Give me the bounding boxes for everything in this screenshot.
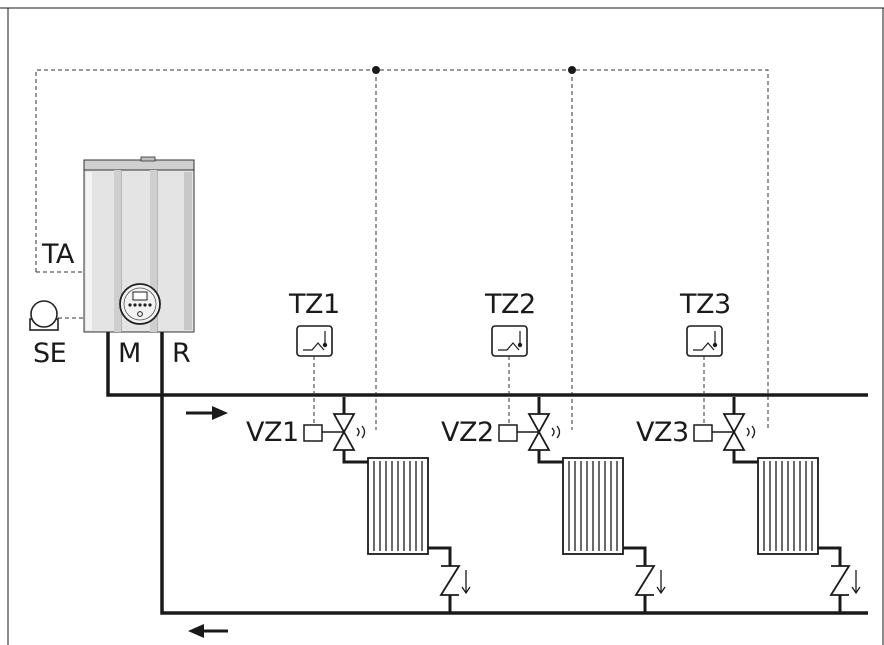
room-thermostat-icon: [296, 325, 333, 357]
return-branch: [428, 546, 452, 566]
supply-branch: [342, 450, 368, 464]
wall-boiler-icon: [83, 156, 195, 333]
zone-valve-label: VZ2: [441, 417, 494, 448]
lockshield-valve-icon: [829, 565, 861, 596]
zone-thermostat-label: TZ2: [485, 289, 536, 320]
valve-actuator-icon: [693, 424, 713, 442]
flow-arrow-icon: [186, 406, 228, 420]
external-sensor-icon: [29, 300, 59, 331]
zone-valve-icon: [322, 397, 366, 451]
lockshield-valve-icon: [439, 565, 471, 596]
zone-valve-label: VZ3: [636, 417, 689, 448]
junction-dot: [372, 66, 380, 74]
control-bus-line: [35, 69, 769, 430]
room-thermostat-icon: [686, 325, 723, 357]
return-branch: [818, 546, 842, 566]
lockshield-valve-icon: [634, 565, 666, 596]
zone-valve-icon: [712, 397, 756, 451]
room-thermostat-icon: [491, 325, 528, 357]
heating-zone: [686, 325, 861, 613]
zone-valve-icon: [517, 397, 561, 451]
zone-thermostat-label: TZ1: [289, 289, 340, 320]
junction-dot: [568, 66, 576, 74]
zone-valve-label: VZ1: [246, 417, 299, 448]
diagram-frame: [0, 7, 884, 645]
flow-pipe: [106, 332, 868, 397]
valve-actuator-icon: [303, 424, 323, 442]
heating-zone: [296, 325, 471, 613]
heating-zones: [296, 325, 861, 613]
supply-branch: [537, 450, 563, 464]
ta-label: TA: [42, 239, 74, 270]
heating-zone: [491, 325, 666, 613]
boiler-control-panel-icon: [119, 283, 161, 325]
se-label: SE: [33, 338, 67, 369]
zone-thermostat-label: TZ3: [680, 289, 731, 320]
return-arrow-icon: [188, 624, 228, 638]
control-wiring: [35, 69, 769, 430]
radiator-icon: [367, 457, 429, 555]
return-branch: [623, 546, 647, 566]
valve-actuator-icon: [498, 424, 518, 442]
return-pipe: [160, 332, 868, 615]
return-r-label: R: [172, 338, 191, 369]
flow-m-label: M: [118, 338, 141, 369]
supply-branch: [732, 450, 758, 464]
radiator-icon: [562, 457, 624, 555]
radiator-icon: [757, 457, 819, 555]
